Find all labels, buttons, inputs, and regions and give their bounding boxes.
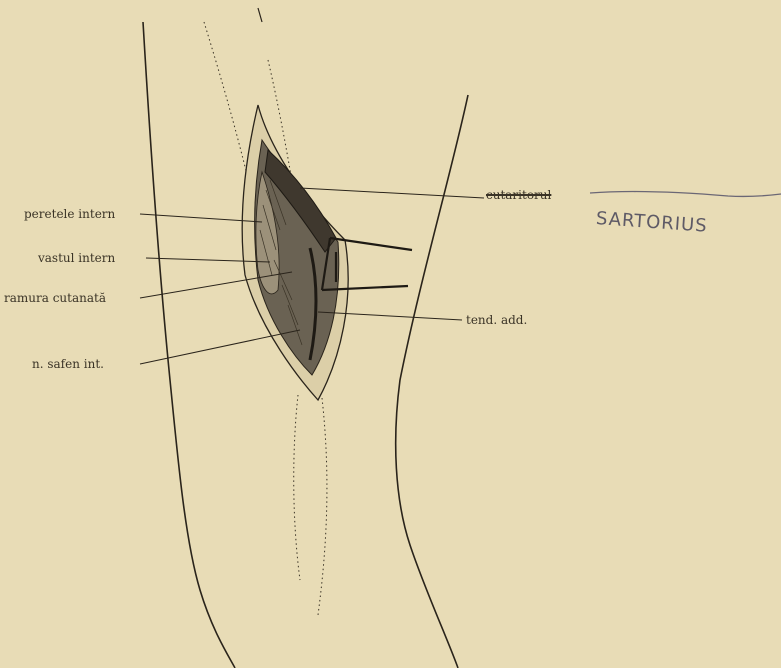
label-cutaritorul: cutaritorul: [486, 188, 551, 202]
pencil-strike: [590, 192, 781, 197]
leader-cutaritorul: [300, 188, 484, 198]
outline-top-stroke: [258, 8, 262, 22]
dotted-guide-lower-right: [318, 398, 327, 615]
label-tend-add: tend. add.: [466, 313, 527, 327]
label-peretele-intern: peretele intern: [24, 207, 115, 221]
leader-n-safen-int: [140, 330, 300, 364]
leg-outline-left: [143, 22, 235, 668]
leg-outline-right: [396, 95, 468, 668]
label-n-safen-int: n. safen int.: [32, 357, 104, 371]
label-vastul-intern: vastul intern: [38, 251, 115, 265]
label-ramura-cutanata: ramura cutanată: [4, 291, 106, 305]
dotted-guide-lower-left: [294, 395, 300, 580]
